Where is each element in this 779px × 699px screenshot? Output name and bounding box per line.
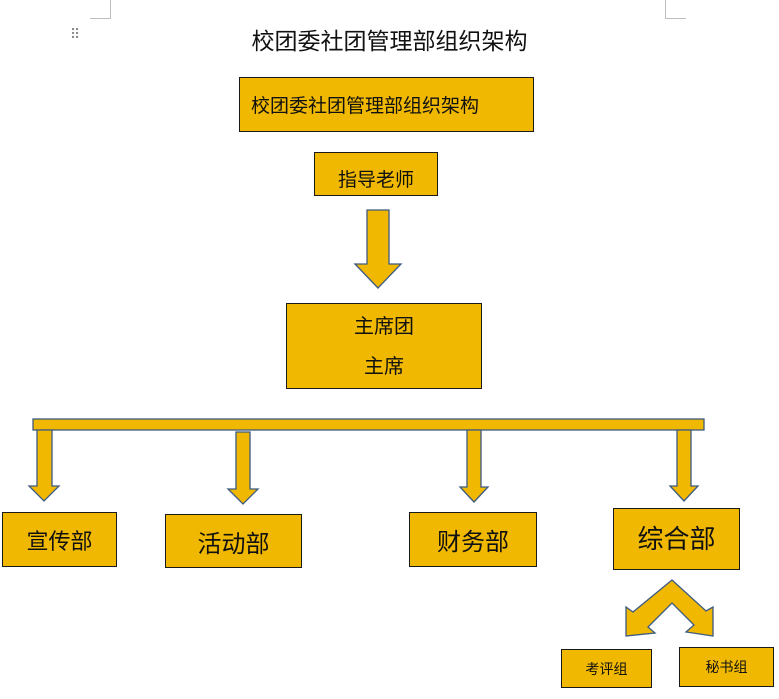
chairman-label: 主席: [364, 354, 404, 378]
org-title-label: 校团委社团管理部组织架构: [251, 95, 480, 117]
advisor-label: 指导老师: [337, 168, 414, 191]
down-arrow-icon: [27, 429, 61, 502]
group-evaluation: 考评组: [561, 649, 652, 688]
presidium-label: 主席团: [354, 314, 414, 338]
group-label: 秘书组: [705, 660, 748, 676]
department-label: 宣传部: [26, 529, 93, 555]
down-arrow-icon: [353, 209, 403, 289]
advisor-box: 指导老师: [314, 152, 438, 196]
distribution-bar: [32, 418, 705, 431]
page-title: 校团委社团管理部组织架构: [251, 29, 528, 55]
department-general: 综合部: [613, 508, 740, 570]
group-secretary: 秘书组: [679, 647, 774, 687]
department-label: 活动部: [197, 529, 270, 558]
page-corner-mark-left: [90, 0, 111, 19]
department-finance: 财务部: [409, 512, 537, 567]
down-arrow-icon: [226, 431, 260, 505]
department-activity: 活动部: [165, 514, 302, 568]
department-label: 财务部: [437, 528, 509, 556]
presidium-box: 主席团 主席: [286, 303, 482, 389]
org-title-box: 校团委社团管理部组织架构: [239, 77, 534, 132]
page-corner-mark-right: [665, 0, 686, 19]
drag-handle-icon[interactable]: ⠿: [70, 27, 80, 43]
down-arrow-icon: [668, 429, 700, 502]
group-label: 考评组: [585, 661, 628, 678]
department-label: 综合部: [637, 525, 716, 555]
department-publicity: 宣传部: [2, 512, 117, 567]
split-arrow-icon: [625, 579, 714, 637]
down-arrow-icon: [458, 429, 490, 503]
